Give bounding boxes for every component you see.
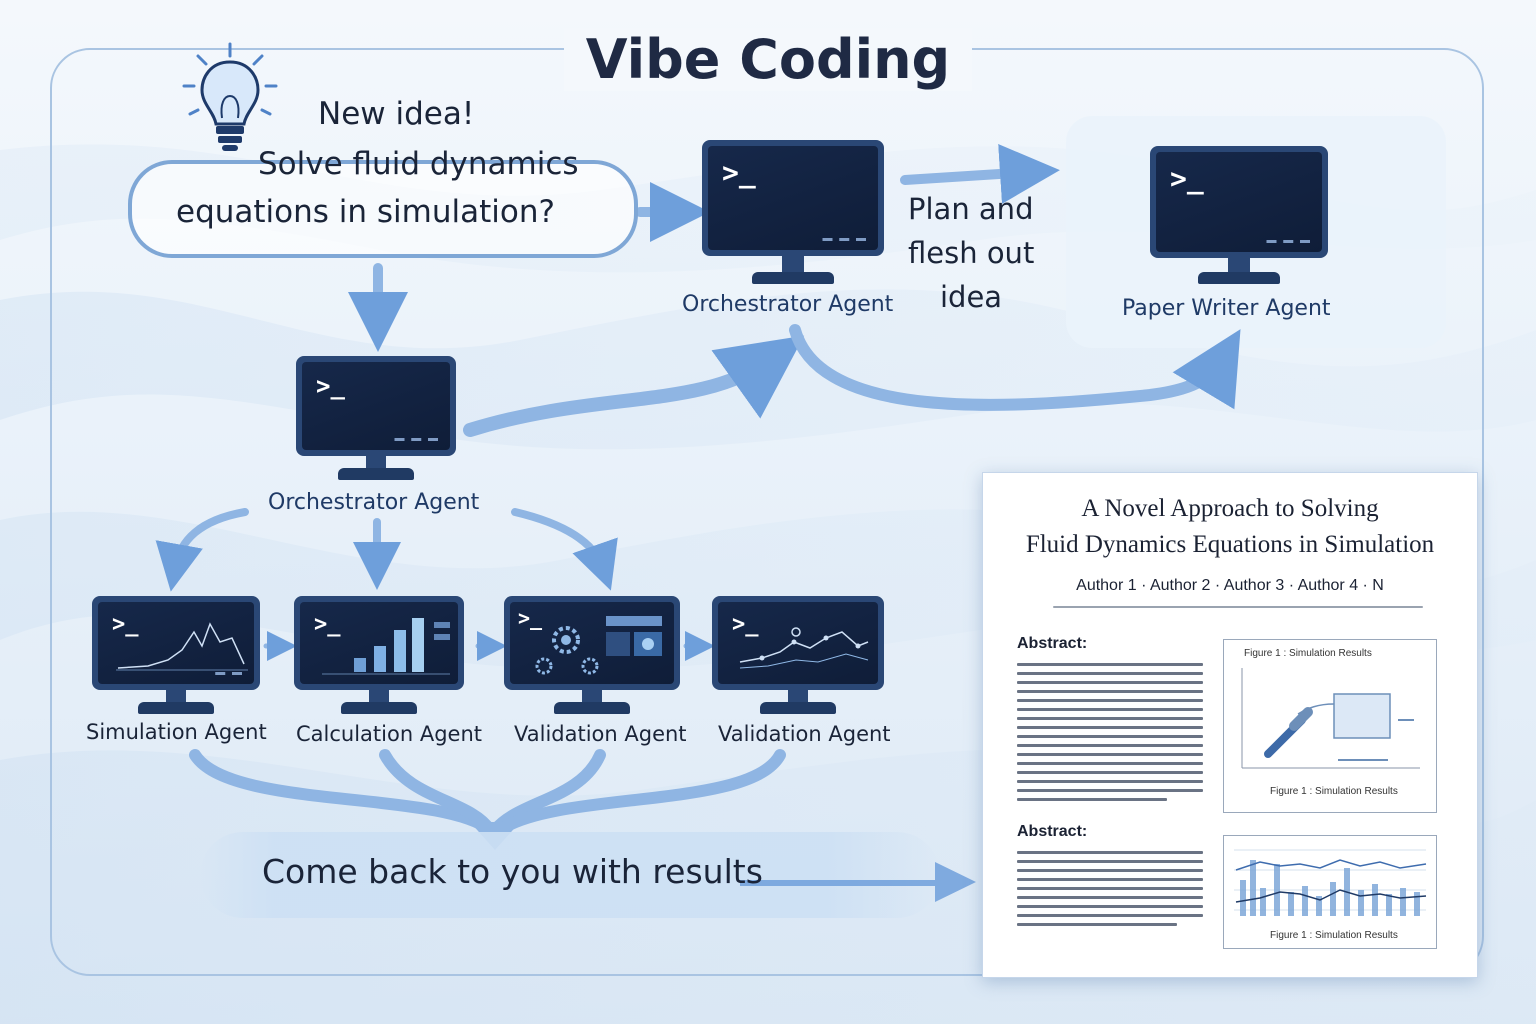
plan-line-3: idea xyxy=(940,280,1003,314)
paper-title-line-1: A Novel Approach to Solving xyxy=(1081,495,1379,522)
validation-agent-1-label: Validation Agent xyxy=(514,722,687,746)
terminal-prompt-icon: >_ xyxy=(732,612,759,637)
terminal-prompt-icon: >_ xyxy=(722,156,756,189)
figure-caption-top: Figure 1 : Simulation Results xyxy=(1244,648,1372,659)
page-title: Vibe Coding xyxy=(0,28,1536,91)
idea-line-3: equations in simulation? xyxy=(176,194,555,230)
figure-1-box: Figure 1 : Simulation Results Figure 1 :… xyxy=(1223,639,1437,813)
terminal-prompt-icon: >_ xyxy=(316,372,345,400)
plan-line-2: flesh out xyxy=(908,236,1035,270)
plan-line-1: Plan and xyxy=(908,192,1034,226)
validation-agent-2-monitor: >_ xyxy=(712,596,884,716)
simulation-agent-label: Simulation Agent xyxy=(86,720,267,744)
arrow-top-to-writer-curve xyxy=(789,324,1241,411)
abstract-heading-1: Abstract: xyxy=(1017,635,1088,652)
terminal-prompt-icon: >_ xyxy=(314,612,341,637)
arrow-converge-right xyxy=(494,749,786,836)
paper-writer-label: Paper Writer Agent xyxy=(1122,296,1331,321)
results-band xyxy=(200,832,940,918)
validation-agent-2-label: Validation Agent xyxy=(718,722,891,746)
figure-2-box: Figure 1 : Simulation Results xyxy=(1223,835,1437,949)
idea-line-2: Solve fluid dynamics xyxy=(258,146,579,182)
arrow-to-validation xyxy=(511,508,618,591)
orchestrator-main-label: Orchestrator Agent xyxy=(268,490,480,515)
idea-line-1: New idea! xyxy=(318,96,475,132)
figure-1-illustration xyxy=(1241,668,1420,769)
calculation-agent-label: Calculation Agent xyxy=(296,722,482,746)
validation-agent-1-monitor: >_ xyxy=(504,596,680,716)
paper-title-line-2: Fluid Dynamics Equations in Simulation xyxy=(1025,531,1435,558)
idea-bubble xyxy=(128,160,638,258)
simulation-agent-monitor: >_ ▬ ▬ xyxy=(92,596,260,716)
calculation-agent-monitor: >_ xyxy=(294,596,464,716)
orchestrator-main-monitor: >_ ▬ ▬ ▬ xyxy=(296,356,456,482)
bar-chart-icon xyxy=(322,618,450,675)
orchestrator-top-monitor: >_ ▬ ▬ ▬ xyxy=(702,140,884,286)
line-graph-icon xyxy=(116,622,248,671)
orchestrator-top-label: Orchestrator Agent xyxy=(682,292,894,317)
arrow-converge-left xyxy=(189,749,496,836)
results-text: Come back to you with results xyxy=(262,852,763,891)
figure-caption-2: Figure 1 : Simulation Results xyxy=(1270,930,1398,941)
terminal-prompt-icon: >_ xyxy=(518,606,543,630)
paper-authors: Author 1 · Author 2 · Author 3 · Author … xyxy=(1076,577,1384,594)
gears-icon xyxy=(535,616,662,675)
figure-2-chart xyxy=(1234,849,1427,916)
arrow-main-to-top xyxy=(463,335,805,437)
arrow-converge-mid xyxy=(379,749,496,836)
arrow-orchestrator-to-writer xyxy=(900,143,1060,204)
abstract-heading-2: Abstract: xyxy=(1017,823,1088,840)
network-graph-icon xyxy=(739,627,869,669)
paper-writer-monitor: >_ ▬ ▬ ▬ xyxy=(1150,146,1328,286)
lightbulb-icon xyxy=(182,42,278,151)
figure-caption-1: Figure 1 : Simulation Results xyxy=(1270,786,1398,797)
terminal-prompt-icon: >_ xyxy=(112,612,139,637)
arrow-to-simulation xyxy=(155,508,249,592)
terminal-prompt-icon: >_ xyxy=(1170,162,1204,195)
paper-document: A Novel Approach to Solving Fluid Dynami… xyxy=(982,472,1478,978)
